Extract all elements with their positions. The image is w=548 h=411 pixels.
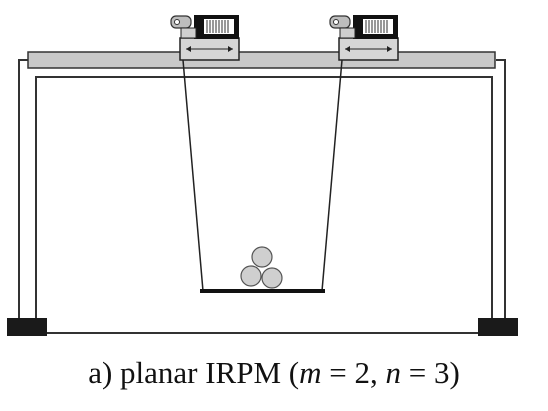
caption-eq-n: = 3) [400, 355, 460, 390]
frame-left-post-inner [35, 76, 493, 320]
caption-var-n: n [385, 355, 401, 390]
top-beam [27, 51, 496, 69]
frame-left-post-outer [18, 59, 32, 320]
ball [251, 246, 273, 268]
left-foot [7, 318, 47, 336]
caption-var-m: m [299, 355, 322, 390]
winch-right-icon [329, 15, 399, 61]
winch-left-icon [170, 15, 240, 61]
payload-balls [240, 246, 283, 289]
cable-left [182, 59, 204, 292]
caption-prefix: a) planar IRPM ( [88, 355, 300, 390]
ball [261, 267, 283, 289]
right-foot [478, 318, 518, 336]
frame-right-post-outer [496, 59, 506, 320]
cable-right [321, 59, 343, 292]
irpm-diagram [7, 15, 518, 336]
caption-eq-m: = 2, [321, 355, 386, 390]
figure-caption: a) planar IRPM (m = 2, n = 3) [0, 348, 548, 398]
ball [240, 265, 262, 287]
